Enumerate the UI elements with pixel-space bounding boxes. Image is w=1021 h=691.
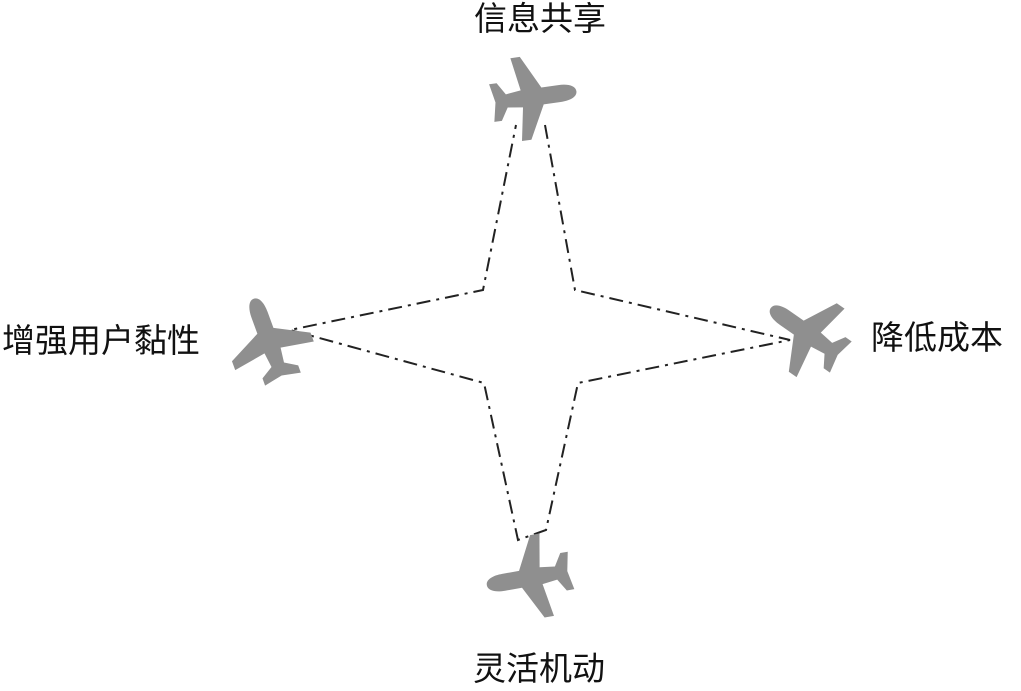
airplane-icon	[746, 273, 865, 392]
airplane-icon	[214, 284, 323, 394]
label-flexible-mobility: 灵活机动	[473, 649, 605, 688]
airplane-icon	[479, 529, 579, 627]
label-enhance-user-stickiness: 增强用户黏性	[2, 321, 200, 360]
star-route-line	[289, 124, 791, 542]
label-information-sharing: 信息共享	[474, 0, 606, 38]
airplane-icon	[485, 49, 583, 145]
label-reduce-cost: 降低成本	[871, 318, 1003, 357]
